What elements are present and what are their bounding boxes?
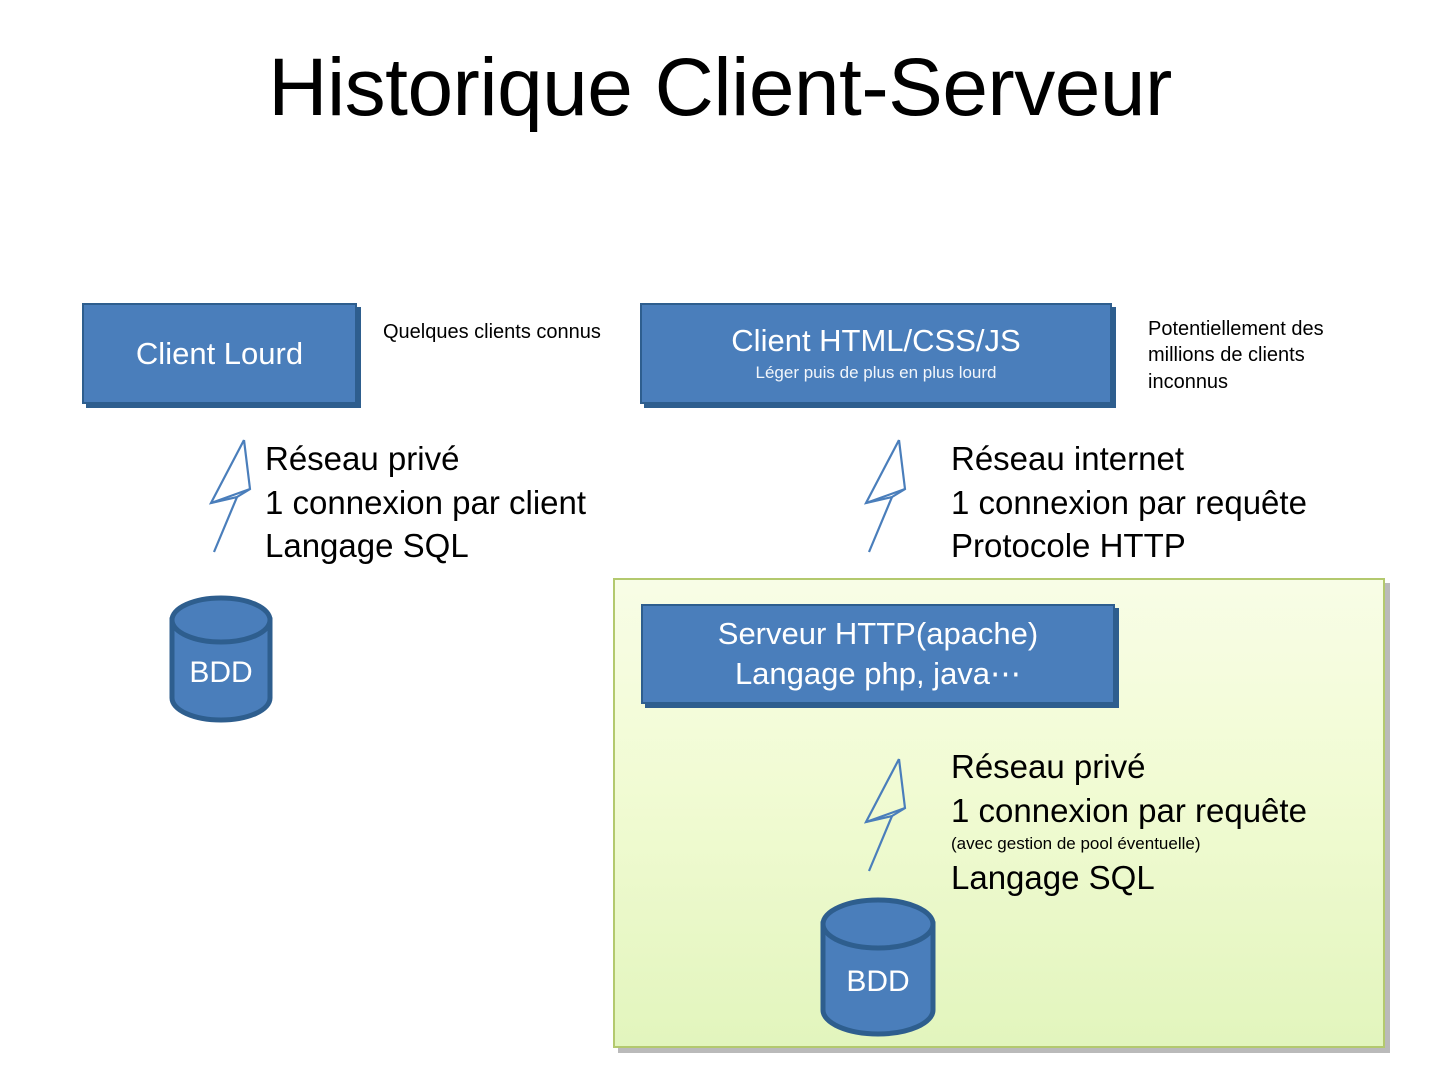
lightning-bolt-icon	[203, 437, 259, 560]
database-cylinder-icon[interactable]: BDD	[818, 897, 938, 1037]
database-cylinder-icon[interactable]: BDD	[167, 595, 275, 723]
network-line: 1 connexion par requête	[951, 791, 1307, 829]
server-box-line-1: Serveur HTTP(apache)	[718, 614, 1038, 654]
server-box-paren: (apache)	[915, 616, 1039, 652]
network-line: 1 connexion par requête	[951, 483, 1307, 521]
client-web-box-subtitle: Léger puis de plus en plus lourd	[755, 363, 997, 383]
server-http-box[interactable]: Serveur HTTP(apache) Langage php, java⋯	[641, 604, 1115, 704]
client-lourd-note: Quelques clients connus	[383, 321, 601, 343]
server-box-line-2: Langage php, java⋯	[734, 656, 1022, 691]
client-lourd-network-block: Réseau privé 1 connexion par client Lang…	[265, 437, 586, 568]
lightning-bolt-icon	[858, 756, 914, 879]
network-line: Réseau privé	[265, 440, 460, 477]
client-web-network-block: Réseau internet 1 connexion par requête …	[951, 437, 1307, 568]
lightning-bolt-icon	[858, 437, 914, 560]
network-line: Réseau internet	[951, 440, 1184, 477]
network-line: Langage SQL	[951, 859, 1155, 897]
client-web-box[interactable]: Client HTML/CSS/JS Léger puis de plus en…	[640, 303, 1112, 404]
network-line: Réseau privé	[951, 748, 1146, 785]
network-line: 1 connexion par client	[265, 483, 587, 521]
client-web-box-title: Client HTML/CSS/JS	[731, 323, 1021, 359]
client-lourd-box[interactable]: Client Lourd	[82, 303, 357, 404]
network-line: Langage SQL	[265, 527, 469, 565]
server-database-network-block: Réseau privé 1 connexion par requête (av…	[951, 745, 1307, 900]
page-title: Historique Client-Serveur	[268, 42, 1172, 133]
client-lourd-box-title: Client Lourd	[135, 335, 304, 371]
client-web-note: Potentiellement des millions de clients …	[1148, 318, 1324, 393]
network-line: Protocole HTTP	[951, 527, 1186, 565]
server-box-title: Serveur HTTP	[717, 616, 916, 652]
network-note: (avec gestion de pool éventuelle)	[951, 834, 1201, 854]
